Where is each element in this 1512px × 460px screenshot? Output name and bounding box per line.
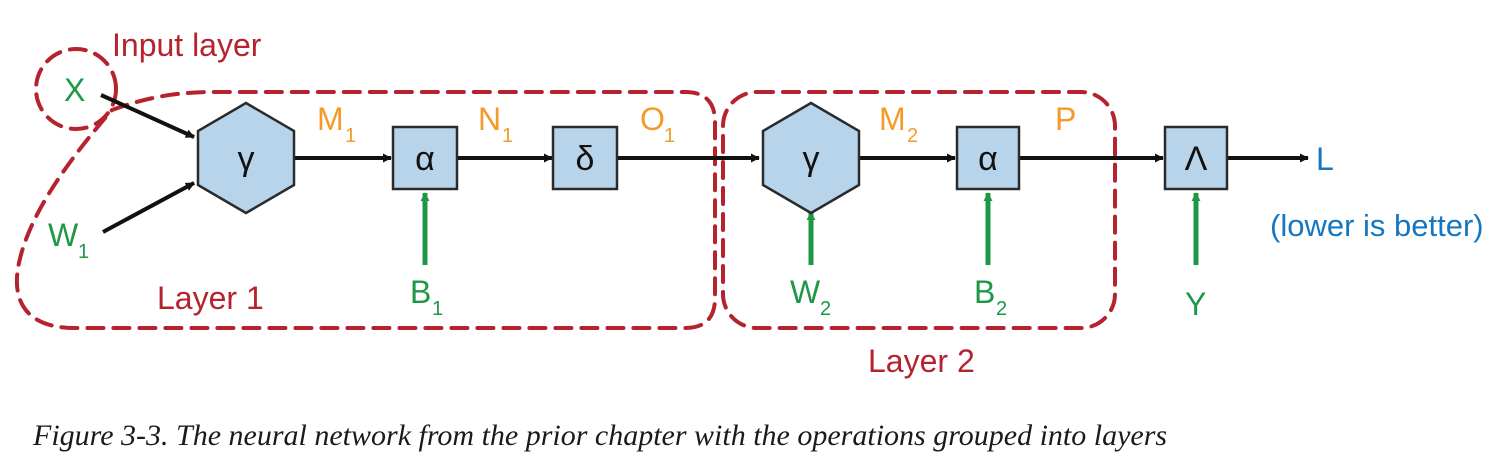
svg-text:O: O <box>640 101 665 137</box>
b2-label: B 2 <box>974 274 1007 320</box>
lower-is-better-note: (lower is better) <box>1270 208 1484 243</box>
svg-text:B: B <box>974 274 995 310</box>
gamma2-node <box>761 101 861 215</box>
lambda-symbol: Λ <box>1185 140 1208 178</box>
svg-text:2: 2 <box>996 298 1007 320</box>
x-label: X <box>64 72 85 108</box>
delta-node <box>551 125 619 191</box>
p-label: P <box>1055 101 1076 137</box>
edge-w1-to-gamma1 <box>102 181 195 234</box>
edge-x-to-gamma1 <box>100 93 195 139</box>
svg-text:2: 2 <box>907 125 918 147</box>
svg-text:1: 1 <box>664 125 675 147</box>
input-layer-label: Input layer <box>112 27 262 63</box>
svg-text:2: 2 <box>820 298 831 320</box>
alpha2-symbol: α <box>978 140 998 178</box>
svg-text:M: M <box>879 101 906 137</box>
alpha1-symbol: α <box>415 140 435 178</box>
layer1-outline <box>14 90 717 330</box>
input-layer-outline <box>34 47 118 131</box>
svg-text:1: 1 <box>502 125 513 147</box>
m2-label: M 2 <box>879 101 918 147</box>
o1-label: O 1 <box>640 101 675 147</box>
svg-text:B: B <box>410 274 431 310</box>
alpha1-node <box>391 125 459 191</box>
svg-text:1: 1 <box>78 241 89 263</box>
svg-text:N: N <box>478 101 501 137</box>
svg-text:M: M <box>317 101 344 137</box>
layer1-label: Layer 1 <box>157 280 264 316</box>
delta-symbol: δ <box>576 140 595 178</box>
gamma1-symbol: γ <box>238 140 255 178</box>
lambda-node <box>1163 125 1229 191</box>
b1-label: B 1 <box>410 274 443 320</box>
n1-label: N 1 <box>478 101 513 147</box>
gamma2-symbol: γ <box>803 140 820 178</box>
svg-text:W: W <box>790 274 821 310</box>
svg-text:1: 1 <box>345 125 356 147</box>
gamma1-node <box>196 101 296 215</box>
figure-caption: Figure 3-3. The neural network from the … <box>32 419 1167 452</box>
w2-label: W 2 <box>790 274 831 320</box>
w1-label: W 1 <box>48 217 89 263</box>
svg-text:1: 1 <box>432 298 443 320</box>
m1-label: M 1 <box>317 101 356 147</box>
y-label: Y <box>1185 286 1206 322</box>
layer2-label: Layer 2 <box>868 343 975 379</box>
l-label: L <box>1316 141 1334 177</box>
alpha2-node <box>955 125 1021 191</box>
layer2-outline <box>721 90 1117 330</box>
svg-text:W: W <box>48 217 79 253</box>
